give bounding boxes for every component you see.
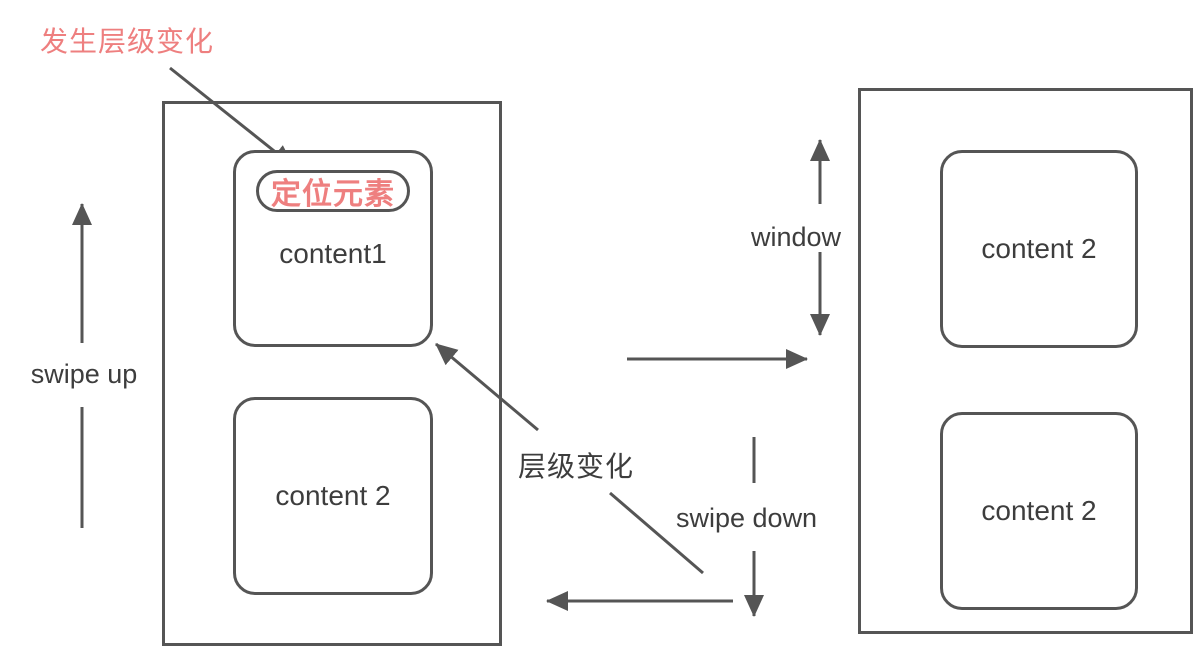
content2-box-right-top: content 2 bbox=[940, 150, 1138, 348]
content1-box: 定位元素 content1 bbox=[233, 150, 433, 347]
level-change-pointer-arrow bbox=[435, 342, 539, 432]
content2-right-top-label: content 2 bbox=[981, 233, 1097, 264]
title-pointer-arrow bbox=[169, 66, 294, 168]
right-screen-frame bbox=[858, 88, 1193, 634]
left-screen-frame bbox=[162, 101, 502, 646]
content2-box-right-bottom: content 2 bbox=[940, 412, 1138, 610]
level-change-label: 层级变化 bbox=[518, 451, 635, 482]
window-label: window bbox=[751, 222, 842, 252]
positioned-element-badge: 定位元素 bbox=[256, 170, 410, 212]
swipe-down-label: swipe down bbox=[676, 503, 818, 533]
annotation-title: 发生层级变化 bbox=[40, 26, 215, 57]
level-change-connector-line bbox=[609, 491, 704, 575]
content2-right-bottom-label: content 2 bbox=[981, 495, 1097, 526]
content2-left-label: content 2 bbox=[275, 480, 391, 511]
content2-box-left: content 2 bbox=[233, 397, 433, 595]
content1-label: content1 bbox=[279, 238, 387, 269]
swipe-up-label: swipe up bbox=[30, 359, 138, 389]
